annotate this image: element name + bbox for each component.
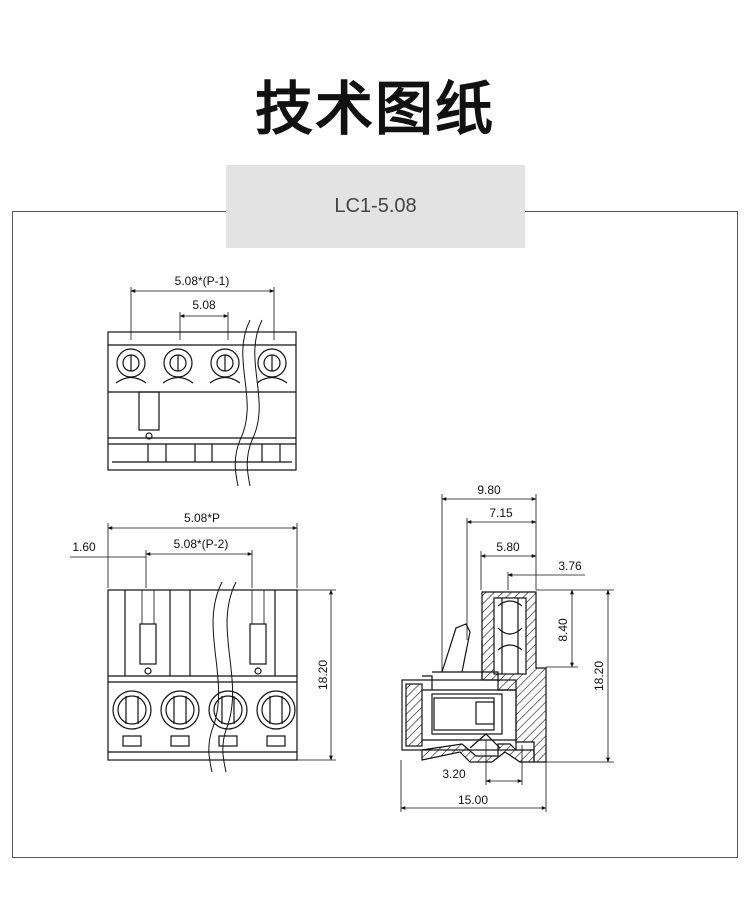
front-view-labels: 5.08*P 5.08*(P-2) 1.60 18.20 bbox=[72, 511, 330, 690]
dim-side-w4: 3.76 bbox=[558, 559, 582, 573]
dim-front-pitch: 5.08*(P-2) bbox=[174, 537, 229, 551]
dim-side-w3: 5.80 bbox=[496, 540, 520, 554]
dim-side-h1: 8.40 bbox=[556, 618, 570, 642]
dim-front-height: 18.20 bbox=[316, 660, 330, 690]
dim-front-total: 5.08*P bbox=[184, 511, 220, 525]
dim-top-pitch-total: 5.08*(P-1) bbox=[175, 274, 230, 288]
top-view-labels: 5.08*(P-1) 5.08 bbox=[175, 274, 230, 312]
side-view-labels: 9.80 7.15 5.80 3.76 8.40 18.20 3.20 15.0… bbox=[442, 483, 606, 807]
front-view bbox=[70, 523, 336, 773]
dim-side-h2: 18.20 bbox=[592, 661, 606, 691]
dim-front-offset: 1.60 bbox=[72, 540, 96, 554]
dim-side-w2: 7.15 bbox=[489, 506, 513, 520]
model-label: LC1-5.08 bbox=[334, 195, 417, 217]
model-tab: LC1-5.08 bbox=[226, 165, 525, 248]
top-view bbox=[107, 287, 297, 487]
page-title: 技术图纸 bbox=[254, 75, 495, 143]
dim-side-bottom2: 15.00 bbox=[458, 793, 488, 807]
side-view bbox=[400, 494, 614, 812]
dim-top-pitch: 5.08 bbox=[192, 298, 216, 312]
dim-side-w1: 9.80 bbox=[477, 483, 501, 497]
dim-side-bottom1: 3.20 bbox=[442, 767, 466, 781]
